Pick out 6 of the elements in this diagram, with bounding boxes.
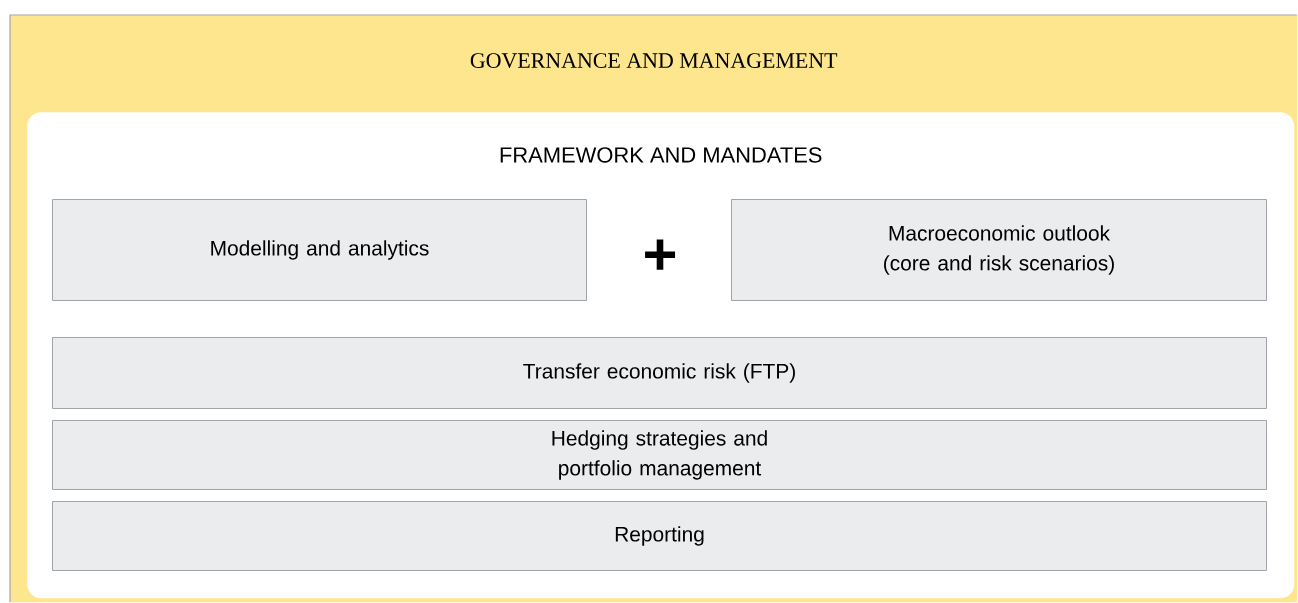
plus-sign: + bbox=[645, 239, 676, 270]
process-box: Reporting bbox=[52, 501, 1267, 571]
process-box: Transfer economic risk (FTP) bbox=[52, 337, 1267, 409]
process-box: Hedging strategies and portfolio management bbox=[52, 420, 1267, 490]
process-box: Modelling and analytics bbox=[52, 199, 587, 301]
process-box: Macroeconomic outlook (core and risk scenarios) bbox=[731, 199, 1267, 301]
